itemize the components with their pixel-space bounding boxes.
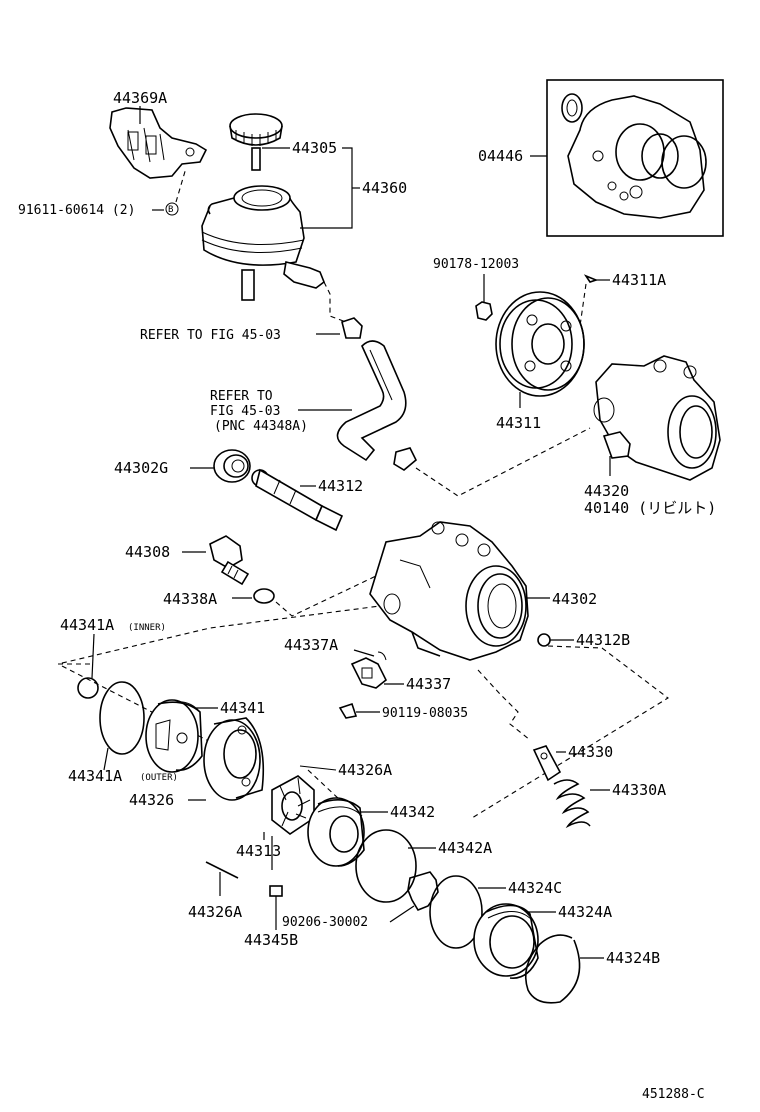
- o-ring-44341A-outer: [99, 681, 145, 755]
- snap-ring-44312B: [537, 633, 551, 647]
- label-44326A-right: 44326A: [338, 761, 392, 779]
- pulley-44311: [495, 291, 585, 397]
- label-refer-line1: REFER TO: [210, 389, 273, 404]
- label-90178-12003: 90178-12003: [433, 257, 519, 272]
- figure-code: 451288-C: [642, 1087, 705, 1102]
- shaft-44312: [251, 468, 344, 532]
- label-91611-60614: 91611-60614 (2): [18, 203, 135, 218]
- hose-clamp-lower: [393, 447, 417, 471]
- front-housing-44302: [369, 521, 529, 661]
- label-44326: 44326: [129, 791, 174, 809]
- o-ring-44337A: [377, 651, 387, 661]
- label-44326A-left: 44326A: [188, 903, 242, 921]
- bolt-marker-icon: [165, 202, 179, 216]
- label-44324A: 44324A: [558, 903, 612, 921]
- label-44305: 44305: [292, 139, 337, 157]
- label-90119-08035: 90119-08035: [382, 706, 468, 721]
- label-44341A-outer: 44341A: [68, 767, 122, 785]
- bolt-marker-letter: B: [168, 205, 173, 215]
- vane-44345B: [269, 885, 283, 897]
- pin-44326A-right: [299, 765, 337, 771]
- label-refer-line2: FIG 45-03: [210, 404, 280, 419]
- valve-44337: [350, 657, 388, 689]
- bearing-44302G: [213, 449, 251, 483]
- label-44324B: 44324B: [606, 949, 660, 967]
- label-44302: 44302: [552, 590, 597, 608]
- label-40140-rebuilt: 40140 (リビルト): [584, 499, 716, 517]
- reservoir-cap-44305: [229, 113, 283, 171]
- label-44360: 44360: [362, 179, 407, 197]
- rear-housing-44320: [593, 355, 721, 481]
- hose-clamp-upper: [341, 317, 363, 339]
- suction-hose: [336, 340, 407, 462]
- label-inner-tag: (INNER): [128, 623, 166, 633]
- end-cover-44324A: [473, 903, 539, 979]
- label-44341: 44341: [220, 699, 265, 717]
- label-44341A-inner: 44341A: [60, 616, 114, 634]
- spring-44330A: [553, 779, 591, 829]
- o-ring-44341A-inner: [77, 677, 99, 699]
- retaining-ring-90206: [407, 871, 439, 911]
- key-44311A: [583, 274, 599, 283]
- reservoir-tank-44360: [201, 185, 325, 301]
- label-44320: 44320: [584, 482, 629, 500]
- bracket-44369A: [109, 107, 208, 179]
- label-44313: 44313: [236, 842, 281, 860]
- label-44311A: 44311A: [612, 271, 666, 289]
- label-44342: 44342: [390, 803, 435, 821]
- label-44337: 44337: [406, 675, 451, 693]
- valve-44330: [532, 745, 562, 782]
- label-44311: 44311: [496, 414, 541, 432]
- gasket-kit-04446: [561, 93, 707, 219]
- label-44312B: 44312B: [576, 631, 630, 649]
- label-outer-tag: (OUTER): [140, 773, 178, 783]
- pressure-plate-44342: [307, 797, 365, 867]
- label-44302G: 44302G: [114, 459, 168, 477]
- label-refer-fig-45-03: REFER TO FIG 45-03: [140, 328, 281, 343]
- label-44338A: 44338A: [163, 590, 217, 608]
- label-44330A: 44330A: [612, 781, 666, 799]
- label-44308: 44308: [125, 543, 170, 561]
- label-refer-line3: (PNC 44348A): [214, 419, 308, 434]
- label-04446: 04446: [478, 147, 523, 165]
- label-44342A: 44342A: [438, 839, 492, 857]
- pin-44326A-left: [205, 861, 239, 879]
- label-44330: 44330: [568, 743, 613, 761]
- o-ring-44324C: [429, 875, 483, 949]
- label-44324C: 44324C: [508, 879, 562, 897]
- bolt-90119-08035: [338, 702, 358, 719]
- label-90206-30002: 90206-30002: [282, 915, 368, 930]
- fitting-44308: [209, 535, 250, 586]
- label-44369A: 44369A: [113, 89, 167, 107]
- snap-ring-44324B: [524, 934, 581, 1004]
- nut-90178-12003: [475, 301, 493, 321]
- label-44312: 44312: [318, 477, 363, 495]
- o-ring-44342A: [355, 829, 417, 903]
- cam-ring-44326: [203, 717, 265, 801]
- label-44337A: 44337A: [284, 636, 338, 654]
- label-44345B: 44345B: [244, 931, 298, 949]
- side-plate-44341: [145, 699, 203, 773]
- o-ring-44338A: [253, 588, 275, 604]
